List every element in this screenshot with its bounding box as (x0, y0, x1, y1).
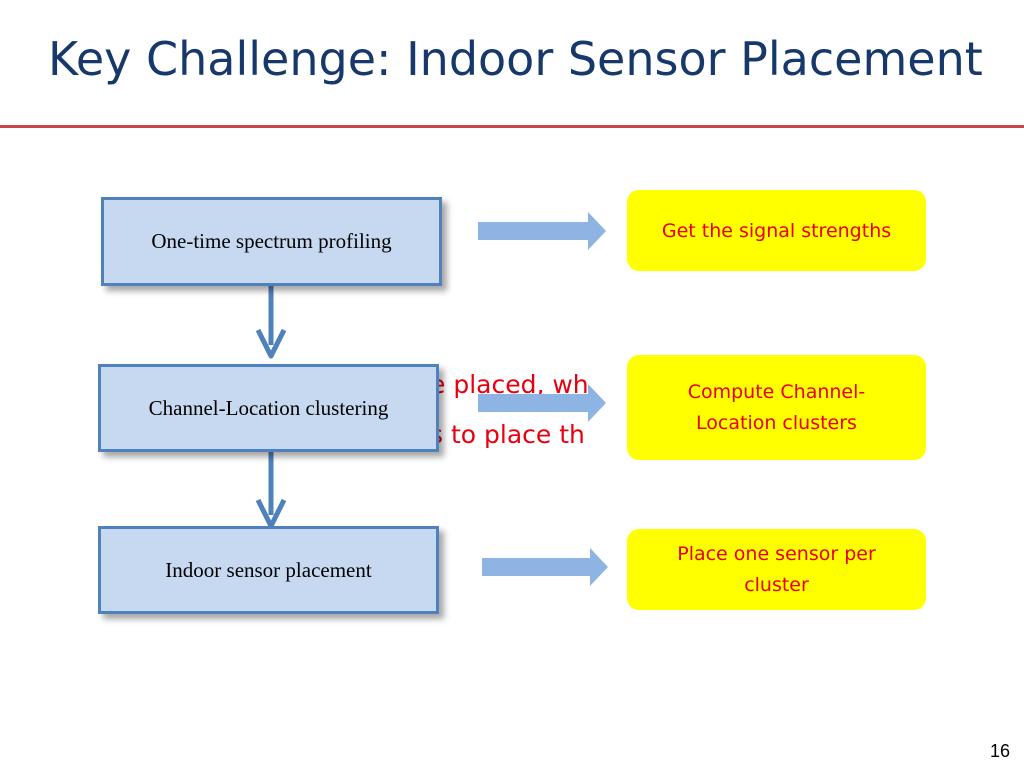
result-signal-strengths: Get the signal strengths (627, 190, 926, 271)
page-number: 16 (989, 741, 1010, 761)
step-label: Channel-Location clustering (148, 395, 389, 420)
result-label: Compute Channel-Location clusters (687, 380, 866, 434)
result-channel-location-clusters: Compute Channel-Location clusters (627, 355, 926, 460)
occluded-text-line-2: s to place th (430, 420, 585, 449)
down-arrow-1-icon (255, 285, 287, 359)
right-arrow-2-icon (478, 384, 606, 422)
title-divider (0, 125, 1024, 128)
step-label: Indoor sensor placement (165, 557, 372, 582)
step-spectrum-profiling: One-time spectrum profiling (101, 197, 442, 286)
step-label: One-time spectrum profiling (151, 229, 392, 253)
slide-title: Key Challenge: Indoor Sensor Placement (48, 32, 983, 86)
right-arrow-3-icon (482, 548, 608, 586)
result-sensor-per-cluster: Place one sensor per cluster (627, 529, 926, 610)
result-label: Place one sensor per cluster (677, 542, 876, 596)
down-arrow-2-icon (255, 452, 287, 529)
result-label: Get the signal strengths (661, 220, 892, 242)
step-indoor-sensor-placement: Indoor sensor placement (98, 526, 439, 614)
step-channel-location-clustering: Channel-Location clustering (98, 364, 439, 452)
right-arrow-1-icon (478, 212, 606, 250)
